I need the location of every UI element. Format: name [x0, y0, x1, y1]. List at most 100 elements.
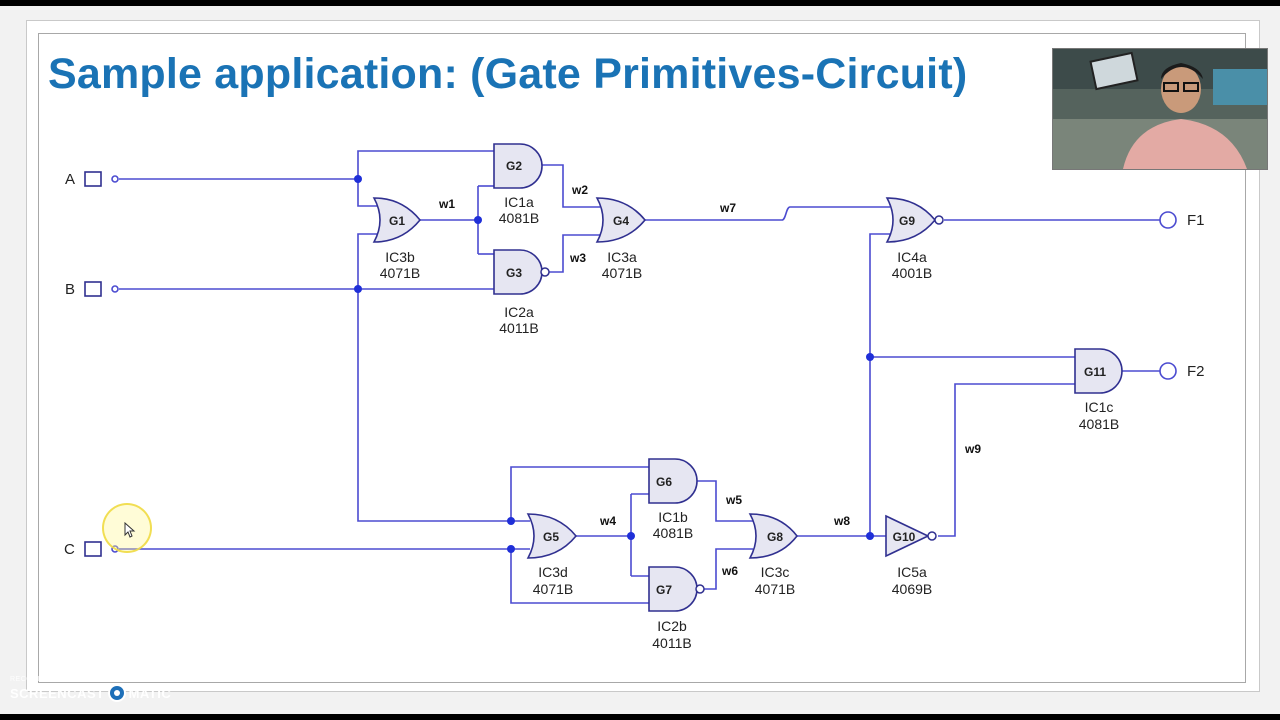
ic-part-g10: 4069B — [892, 581, 932, 597]
webcam-overlay — [1052, 48, 1268, 170]
wire-label-w3: w3 — [569, 251, 586, 265]
wire-a-to-g1 — [357, 179, 378, 207]
output-pin-f1 — [1159, 211, 1177, 229]
ic-part-g3: 4011B — [499, 320, 538, 336]
ic-part-g8: 4071B — [755, 581, 795, 597]
wire-label-w7: w7 — [719, 201, 736, 215]
input-pin-b — [84, 281, 102, 297]
wire-b-to-g5 — [357, 289, 530, 522]
circuit-panel — [47, 118, 1231, 672]
ic-part-g9: 4001B — [892, 265, 932, 281]
ic-part-g7: 4011B — [652, 635, 691, 651]
wire-label-w6: w6 — [721, 564, 738, 578]
ic-name-g1: IC3b — [385, 249, 415, 265]
gate-g3 — [493, 249, 550, 295]
junction-w8 — [866, 532, 874, 540]
wire-w9 — [938, 383, 1075, 537]
gate-label-g6: G6 — [656, 475, 672, 489]
gate-label-g2: G2 — [506, 159, 522, 173]
gate-g4 — [595, 197, 647, 243]
gate-label-g3: G3 — [506, 266, 522, 280]
gate-g9 — [885, 197, 944, 243]
webcam-image — [1053, 49, 1267, 169]
ic-name-g11: IC1c — [1085, 399, 1114, 415]
wire-w3 — [549, 234, 600, 273]
junction-c — [507, 545, 515, 553]
watermark-recorded-with: RECORDED WITH — [10, 676, 77, 683]
mouse-cursor-icon — [124, 522, 136, 538]
output-pins — [1159, 211, 1177, 380]
gate-labels: G1 G2 G3 G4 G5 G6 G7 G8 G9 G10 G11 — [389, 159, 1106, 597]
gate-label-g10: G10 — [893, 530, 916, 544]
gate-g10 — [885, 514, 937, 558]
junction-c-top — [507, 517, 515, 525]
gate-label-g1: G1 — [389, 214, 405, 228]
screencast-logo-icon — [107, 684, 126, 702]
gate-g5 — [526, 513, 578, 559]
ic-name-g2: IC1a — [504, 194, 534, 210]
wire-label-w4: w4 — [599, 514, 616, 528]
ic-part-g11: 4081B — [1079, 416, 1119, 432]
wire-w7 — [645, 206, 890, 221]
wire-a-to-g2 — [357, 150, 494, 179]
gate-g8 — [748, 513, 799, 559]
wires — [119, 150, 1160, 604]
wire-b-to-g1 — [357, 233, 378, 289]
wire-w5 — [697, 480, 753, 522]
ic-part-g2: 4081B — [499, 210, 539, 226]
gate-label-g4: G4 — [613, 214, 629, 228]
input-pins — [84, 171, 119, 557]
ic-name-g6: IC1b — [658, 509, 688, 525]
ic-name-g5: IC3d — [538, 564, 568, 580]
input-label-b: B — [65, 281, 75, 298]
input-node-a — [111, 175, 119, 183]
junction-a — [354, 175, 362, 183]
wire-c-to-g7 — [510, 549, 649, 604]
gate-g11 — [1074, 348, 1123, 394]
gate-label-g11: G11 — [1084, 365, 1106, 379]
junction-w1 — [474, 216, 482, 224]
junction-b — [354, 285, 362, 293]
gate-g2 — [493, 143, 543, 189]
screencast-watermark: RECORDED WITH SCREENCAST MATIC — [10, 676, 171, 702]
watermark-brand: SCREENCAST MATIC — [10, 684, 171, 702]
gate-g7 — [648, 566, 705, 612]
wire-w6 — [704, 548, 753, 590]
input-pin-c — [84, 541, 102, 557]
junction-g11 — [866, 353, 874, 361]
junctions — [354, 175, 874, 553]
gate-g6 — [648, 458, 698, 504]
watermark-brand-left: SCREENCAST — [10, 685, 105, 701]
wire-label-w1: w1 — [438, 197, 455, 211]
wire-label-w5: w5 — [725, 493, 742, 507]
input-node-b — [111, 285, 119, 293]
input-pin-a — [84, 171, 102, 187]
input-label-a: A — [65, 171, 75, 188]
gate-label-g5: G5 — [543, 530, 559, 544]
gate-label-g9: G9 — [899, 214, 915, 228]
ic-part-g1: 4071B — [380, 265, 420, 281]
output-label-f2: F2 — [1187, 363, 1205, 380]
ic-name-g10: IC5a — [897, 564, 927, 580]
ic-part-g4: 4071B — [602, 265, 642, 281]
gate-label-g7: G7 — [656, 583, 672, 597]
output-pin-f2 — [1159, 362, 1177, 380]
ic-labels: IC3b 4071B IC1a 4081B IC2a 4011B IC3a 40… — [380, 194, 1119, 651]
ic-name-g4: IC3a — [607, 249, 637, 265]
gate-label-g8: G8 — [767, 530, 783, 544]
ic-name-g3: IC2a — [504, 304, 534, 320]
junction-w4 — [627, 532, 635, 540]
wire-labels: w1 w2 w3 w4 w5 w6 w7 w8 w9 — [438, 183, 981, 578]
ic-part-g5: 4071B — [533, 581, 573, 597]
ic-name-g8: IC3c — [761, 564, 790, 580]
slide-title: Sample application: (Gate Primitives-Cir… — [48, 50, 968, 98]
wire-w8-riser — [869, 233, 890, 536]
circuit-diagram: G1 G2 G3 G4 G5 G6 G7 G8 G9 G10 G11 IC3b … — [64, 143, 1205, 651]
wire-label-w9: w9 — [964, 442, 981, 456]
input-label-c: C — [64, 541, 75, 558]
gate-g1 — [372, 197, 422, 243]
ic-name-g7: IC2b — [657, 618, 687, 634]
wire-c-to-g6 — [510, 466, 649, 521]
wire-w2 — [542, 164, 600, 208]
wire-label-w8: w8 — [833, 514, 850, 528]
